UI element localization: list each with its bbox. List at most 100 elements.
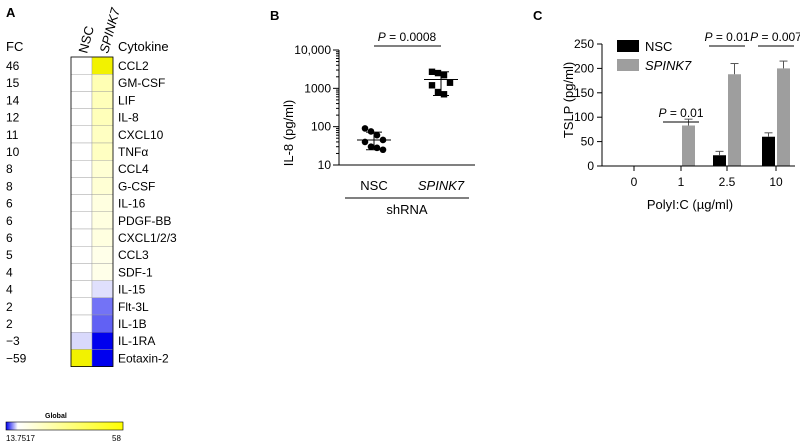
il8-point-nsc (361, 125, 369, 132)
legend-min-label: 13.7517 (6, 434, 35, 442)
legend-label-nsc: NSC (645, 39, 672, 54)
il8-point-spink7 (428, 82, 436, 89)
cytokine-header: Cytokine (118, 39, 169, 54)
tslp-y-tick-label: 200 (574, 61, 594, 75)
tslp-p-value-1: P = 0.01 (658, 106, 703, 120)
tslp-bar-spink7-2-5 (728, 74, 741, 166)
cytokine-label-eotaxin-2: Eotaxin-2 (118, 351, 169, 365)
panel-label-c: C (533, 8, 543, 23)
cytokine-label-il-1ra: IL-1RA (118, 334, 155, 348)
cytokine-label-il-16: IL-16 (118, 197, 146, 211)
il8-y-axis: 10 100 1000 10,000 (294, 43, 340, 172)
fc-value-ccl3: 5 (6, 248, 13, 262)
cytokine-label-il-8: IL-8 (118, 111, 139, 125)
il8-y-tick-label: 10 (318, 158, 332, 172)
shrna-group-label: shRNA (386, 202, 428, 217)
fc-value-il-16: 6 (6, 197, 13, 211)
heat-cell-spink7-ccl2 (91, 56, 114, 75)
tslp-y-tick-label: 250 (574, 37, 594, 51)
cytokine-label-g-csf: G-CSF (118, 179, 155, 193)
fc-value-il-1ra: −3 (6, 334, 20, 348)
tslp-y-tick-label: 100 (574, 110, 594, 124)
heat-cell-nsc-ccl2 (70, 56, 93, 75)
il8-point-nsc (373, 131, 381, 139)
tslp-x-tick-label: 0 (631, 175, 638, 189)
fc-value-ccl4: 8 (6, 162, 13, 176)
il8-y-tick-label: 10,000 (294, 43, 331, 57)
legend-title: Global (45, 413, 67, 420)
tslp-bars (682, 60, 790, 166)
heat-cell-spink7-cxcl10 (91, 125, 114, 144)
il8-point-nsc (367, 128, 375, 135)
fc-value-cxcl1-2-3: 6 (6, 231, 13, 245)
fc-value-cxcl10: 11 (6, 128, 19, 142)
legend-label-spink7: SPINK7 (645, 58, 692, 73)
heat-cell-nsc-ccl3 (70, 245, 93, 264)
heat-cell-spink7-pdgf-bb (91, 211, 114, 230)
il8-y-tick-label: 1000 (304, 81, 331, 95)
cytokine-label-tnf: TNFα (118, 145, 148, 159)
heat-cell-spink7-lif (91, 91, 114, 109)
il8-point-nsc (379, 146, 387, 154)
heat-cell-nsc-gm-csf (70, 73, 93, 92)
heat-cell-spink7-il-15 (91, 280, 114, 299)
cytokine-label-il-15: IL-15 (118, 283, 146, 297)
il8-p-value: P = 0.0008 (378, 30, 437, 44)
heat-cell-nsc-il-15 (70, 280, 93, 299)
heat-cell-nsc-il-1ra (70, 332, 93, 350)
il8-y-tick-label: 100 (311, 120, 331, 134)
fc-value-flt-3l: 2 (6, 300, 13, 314)
heat-cell-spink7-cxcl1-2-3 (91, 228, 114, 247)
heatmap-border (70, 56, 114, 368)
heat-cell-nsc-flt-3l (70, 297, 93, 316)
heat-cell-nsc-cxcl1-2-3 (70, 228, 93, 247)
il8-point-nsc (367, 143, 375, 151)
cytokine-label-gm-csf: GM-CSF (118, 76, 165, 90)
heat-cell-nsc-lif (70, 91, 93, 109)
heat-cell-nsc-il-8 (70, 108, 93, 126)
il8-point-spink7 (434, 88, 442, 96)
legend-swatch-nsc (617, 40, 639, 52)
tslp-p-value-10: P = 0.007 (750, 30, 800, 44)
tslp-x-tick-label: 10 (769, 175, 783, 189)
fc-value-il-15: 4 (6, 283, 13, 297)
il8-point-spink7 (440, 72, 448, 79)
legend-max-label: 58 (112, 434, 121, 442)
heat-cell-nsc-g-csf (70, 177, 93, 195)
heat-cell-nsc-il-1b (70, 314, 93, 333)
fc-value-eotaxin-2: −59 (6, 351, 27, 365)
il8-x-label-nsc: NSC (360, 178, 387, 193)
tslp-y-tick-label: 0 (587, 159, 594, 173)
fc-value-il-8: 12 (6, 111, 20, 125)
heat-cell-spink7-il-8 (91, 108, 114, 126)
il8-x-label-spink7: SPINK7 (418, 178, 465, 193)
tslp-legend: NSC SPINK7 (617, 39, 692, 73)
tslp-p-value-2-5: P = 0.01 (704, 30, 749, 44)
il8-data-marks (357, 68, 458, 154)
heat-cell-spink7-ccl3 (91, 245, 114, 264)
heat-cell-nsc-sdf-1 (70, 263, 93, 281)
heat-cell-nsc-ccl4 (70, 159, 93, 178)
il8-y-axis-label: IL-8 (pg/ml) (281, 100, 296, 166)
legend-swatch-spink7 (617, 59, 639, 71)
heat-cell-spink7-sdf-1 (91, 263, 114, 281)
fc-value-g-csf: 8 (6, 179, 13, 193)
heat-cell-spink7-il-1b (91, 314, 114, 333)
fc-value-pdgf-bb: 6 (6, 214, 13, 228)
tslp-x-axis-label: PolyI:C (µg/ml) (647, 197, 733, 212)
heat-cell-spink7-il-16 (91, 194, 114, 213)
heatmap-legend: Global 13.7517 58 (5, 413, 124, 442)
cytokine-label-pdgf-bb: PDGF-BB (118, 214, 171, 228)
fc-value-il-1b: 2 (6, 317, 13, 331)
heat-cell-spink7-gm-csf (91, 73, 114, 92)
heat-cell-spink7-g-csf (91, 177, 114, 195)
tslp-bar-nsc-2-5 (713, 155, 726, 166)
cytokine-label-cxcl10: CXCL10 (118, 128, 164, 142)
heat-cell-nsc-eotaxin-2 (70, 349, 93, 367)
cytokine-label-sdf-1: SDF-1 (118, 265, 153, 279)
